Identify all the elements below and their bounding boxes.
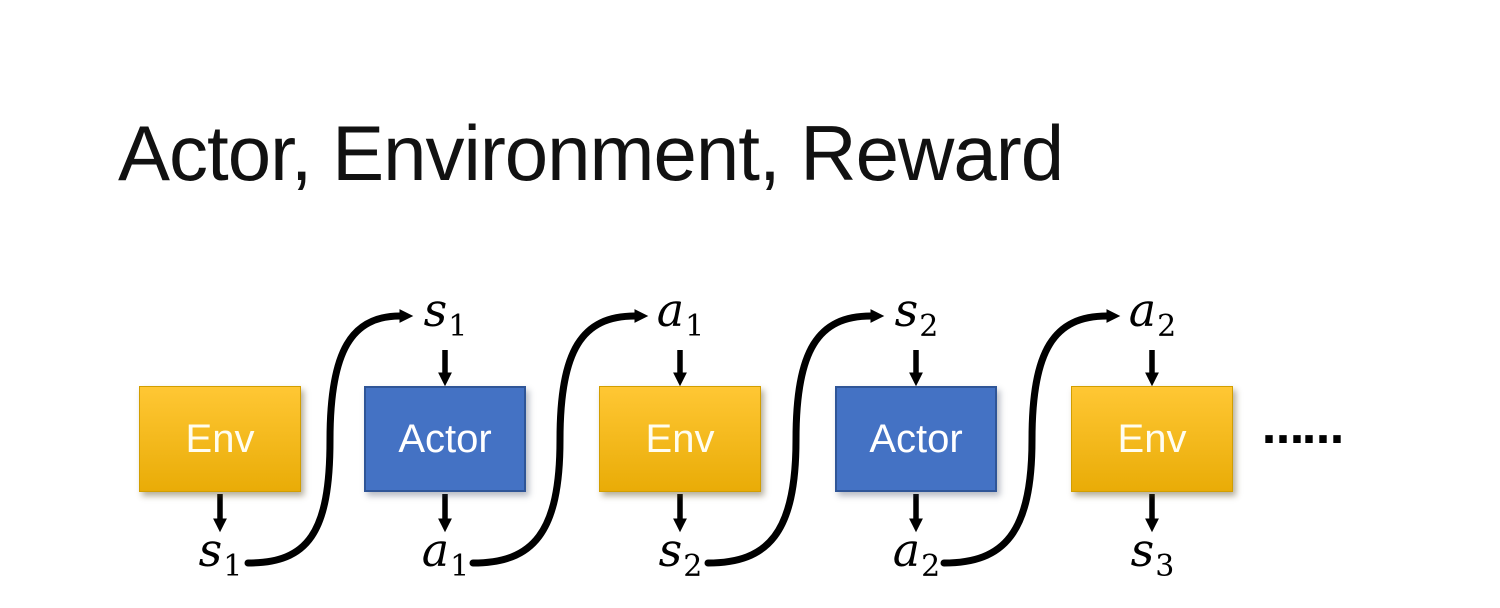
bottom-label-a2: a2 — [868, 527, 964, 582]
top-label-s2: s2 — [868, 287, 964, 342]
actor-box-1: Actor — [364, 386, 526, 492]
continuation-ellipsis: …… — [1262, 404, 1344, 453]
bottom-label-s1-base: s — [198, 523, 223, 577]
bottom-label-s1: s1 — [172, 527, 268, 582]
env-box-2-label: Env — [645, 416, 715, 461]
env-box-1: Env — [139, 386, 301, 492]
bottom-label-a1-sub: 1 — [450, 549, 470, 584]
top-label-a1-base: a — [656, 283, 685, 337]
env-box-1-label: Env — [185, 416, 255, 461]
bottom-label-a2-base: a — [892, 523, 921, 577]
actor-box-2-label: Actor — [869, 416, 963, 461]
top-label-a2-sub: 2 — [1157, 309, 1177, 344]
env-box-2: Env — [599, 386, 761, 492]
env-box-3-label: Env — [1117, 416, 1187, 461]
top-label-s1-sub: 1 — [448, 309, 468, 344]
bottom-label-s3: s3 — [1104, 527, 1200, 582]
bottom-label-s2-base: s — [658, 523, 683, 577]
top-label-s2-sub: 2 — [919, 309, 939, 344]
top-label-a1-sub: 1 — [685, 309, 705, 344]
env-box-3: Env — [1071, 386, 1233, 492]
bottom-label-s3-sub: 3 — [1155, 549, 1175, 584]
top-label-a1: a1 — [632, 287, 728, 342]
bottom-label-s1-sub: 1 — [223, 549, 243, 584]
bottom-label-s2-sub: 2 — [683, 549, 703, 584]
top-label-s1-base: s — [423, 283, 448, 337]
bottom-label-s3-base: s — [1130, 523, 1155, 577]
slide-title: Actor, Environment, Reward — [118, 109, 1064, 197]
actor-box-2: Actor — [835, 386, 997, 492]
bottom-label-a2-sub: 2 — [921, 549, 941, 584]
top-label-a2: a2 — [1104, 287, 1200, 342]
top-label-s1: s1 — [397, 287, 493, 342]
bottom-label-a1-base: a — [421, 523, 450, 577]
bottom-label-a1: a1 — [397, 527, 493, 582]
top-label-a2-base: a — [1128, 283, 1157, 337]
actor-box-1-label: Actor — [398, 416, 492, 461]
bottom-label-s2: s2 — [632, 527, 728, 582]
top-label-s2-base: s — [894, 283, 919, 337]
